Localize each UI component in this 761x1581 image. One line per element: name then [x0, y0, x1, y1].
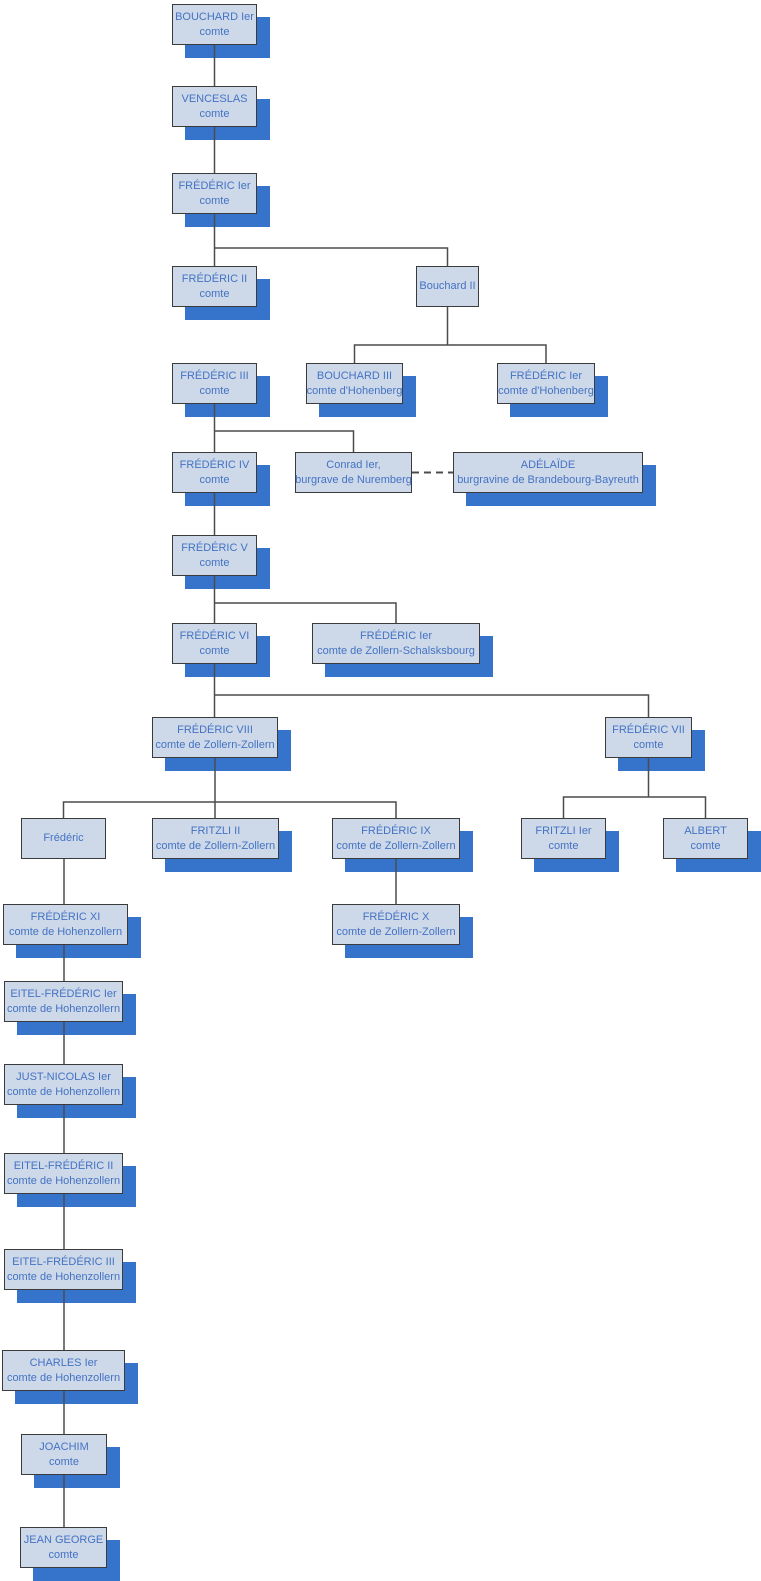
- node-name: EITEL-FRÉDÉRIC Ier: [10, 987, 117, 1000]
- node-title: comte: [690, 839, 721, 852]
- node-name: FRÉDÉRIC IX: [361, 824, 431, 837]
- node-title: comte: [199, 25, 230, 38]
- node-title: comte de Zollern-Zollern: [155, 738, 275, 751]
- node-title: comte de Hohenzollern: [6, 1371, 121, 1384]
- node-name: FRÉDÉRIC V: [181, 541, 248, 554]
- node-frederic-viii: FRÉDÉRIC VIII comte de Zollern-Zollern: [152, 717, 278, 758]
- node-name: ADÉLAÏDE: [520, 458, 576, 471]
- node-title: comte de Zollern-Schalsksbourg: [317, 644, 475, 657]
- node-frederic-ier-hohenberg: FRÉDÉRIC Ier comte d'Hohenberg: [497, 363, 595, 404]
- node-title: comte: [199, 194, 230, 207]
- node-title: comte de Hohenzollern: [6, 1174, 121, 1187]
- node-title: comte de Zollern-Zollern: [336, 839, 456, 852]
- node-bouchard-ier: BOUCHARD Ier comte: [172, 4, 257, 45]
- node-name: FRÉDÉRIC VI: [179, 629, 250, 642]
- node-title: comte: [199, 287, 230, 300]
- node-frederic-v: FRÉDÉRIC V comte: [172, 535, 257, 576]
- node-frederic-xi: FRÉDÉRIC XI comte de Hohenzollern: [3, 904, 128, 945]
- node-eitel-frederic-ii: EITEL-FRÉDÉRIC II comte de Hohenzollern: [4, 1153, 123, 1194]
- node-name: FRÉDÉRIC III: [180, 369, 249, 382]
- node-title: comte: [199, 644, 230, 657]
- node-title: comte de Hohenzollern: [6, 1085, 121, 1098]
- node-name: ALBERT: [684, 824, 727, 837]
- node-name: FRÉDÉRIC Ier: [178, 179, 251, 192]
- node-title: burgrave de Nuremberg: [295, 473, 412, 486]
- node-frederic-iv: FRÉDÉRIC IV comte: [172, 452, 257, 493]
- node-name: FRÉDÉRIC Ier: [359, 629, 433, 642]
- node-name: FRÉDÉRIC IV: [179, 458, 250, 471]
- node-title: comte: [199, 473, 230, 486]
- node-title: burgravine de Brandebourg-Bayreuth: [457, 473, 639, 486]
- node-title: comte: [199, 107, 230, 120]
- node-name: FRITZLI II: [190, 824, 241, 837]
- node-name: EITEL-FRÉDÉRIC III: [12, 1255, 115, 1268]
- node-frederic: Frédéric: [21, 818, 106, 859]
- node-name: BOUCHARD Ier: [175, 10, 254, 23]
- node-frederic-vi: FRÉDÉRIC VI comte: [172, 623, 257, 664]
- node-name: CHARLES Ier: [29, 1356, 98, 1369]
- node-bouchard-ii: Bouchard II: [416, 266, 479, 307]
- node-name: FRÉDÉRIC XI: [30, 910, 101, 923]
- node-title: comte: [199, 384, 230, 397]
- node-charles-ier: CHARLES Ier comte de Hohenzollern: [2, 1350, 125, 1391]
- node-title: comte de Zollern-Zollern: [336, 925, 456, 938]
- node-title: comte d'Hohenberg: [498, 384, 594, 397]
- node-jean-george: JEAN GEORGE comte: [20, 1527, 107, 1568]
- node-just-nicolas-ier: JUST-NICOLAS Ier comte de Hohenzollern: [4, 1064, 123, 1105]
- node-albert: ALBERT comte: [663, 818, 748, 859]
- node-joachim: JOACHIM comte: [21, 1434, 107, 1475]
- node-title: comte: [199, 556, 230, 569]
- node-title: comte: [633, 738, 664, 751]
- node-title: comte: [48, 1548, 79, 1561]
- node-name: FRÉDÉRIC X: [362, 910, 430, 923]
- node-frederic-iii: FRÉDÉRIC III comte: [172, 363, 257, 404]
- node-name: FRÉDÉRIC VIII: [177, 723, 253, 736]
- node-venceslas: VENCESLAS comte: [172, 86, 257, 127]
- node-frederic-ii: FRÉDÉRIC II comte: [172, 266, 257, 307]
- node-name: FRÉDÉRIC II: [181, 272, 248, 285]
- node-frederic-x: FRÉDÉRIC X comte de Zollern-Zollern: [332, 904, 460, 945]
- node-title: comte de Zollern-Zollern: [155, 839, 276, 852]
- node-adelaide: ADÉLAÏDE burgravine de Brandebourg-Bayre…: [453, 452, 643, 493]
- node-title: comte d'Hohenberg: [306, 384, 403, 397]
- node-name: FRÉDÉRIC Ier: [509, 369, 583, 382]
- node-fritzli-ii: FRITZLI II comte de Zollern-Zollern: [152, 818, 279, 859]
- node-name: JUST-NICOLAS Ier: [16, 1070, 111, 1083]
- node-name: EITEL-FRÉDÉRIC II: [13, 1159, 114, 1172]
- node-eitel-frederic-ier: EITEL-FRÉDÉRIC Ier comte de Hohenzollern: [4, 981, 123, 1022]
- node-name: VENCESLAS: [181, 92, 248, 105]
- node-name: Conrad Ier,: [326, 458, 381, 471]
- node-name: JEAN GEORGE: [23, 1533, 104, 1546]
- node-frederic-ier: FRÉDÉRIC Ier comte: [172, 173, 257, 214]
- node-frederic-ier-zollern-schalsksbourg: FRÉDÉRIC Ier comte de Zollern-Schalsksbo…: [312, 623, 480, 664]
- node-name: FRITZLI Ier: [535, 824, 592, 837]
- node-title: comte de Hohenzollern: [6, 1002, 121, 1015]
- node-title: comte: [548, 839, 579, 852]
- node-name: JOACHIM: [39, 1440, 89, 1453]
- node-conrad-ier: Conrad Ier, burgrave de Nuremberg: [295, 452, 412, 493]
- node-name: FRÉDÉRIC VII: [612, 723, 685, 736]
- node-title: comte de Hohenzollern: [6, 1270, 121, 1283]
- node-bouchard-iii: BOUCHARD III comte d'Hohenberg: [306, 363, 403, 404]
- node-frederic-vii: FRÉDÉRIC VII comte: [605, 717, 692, 758]
- node-frederic-ix: FRÉDÉRIC IX comte de Zollern-Zollern: [332, 818, 460, 859]
- node-name: Frédéric: [43, 832, 84, 845]
- node-title: comte de Hohenzollern: [8, 925, 123, 938]
- node-eitel-frederic-iii: EITEL-FRÉDÉRIC III comte de Hohenzollern: [4, 1249, 123, 1290]
- node-fritzli-ier: FRITZLI Ier comte: [521, 818, 606, 859]
- node-name: BOUCHARD III: [316, 369, 393, 382]
- node-title: comte: [49, 1455, 79, 1468]
- node-name: Bouchard II: [419, 280, 476, 293]
